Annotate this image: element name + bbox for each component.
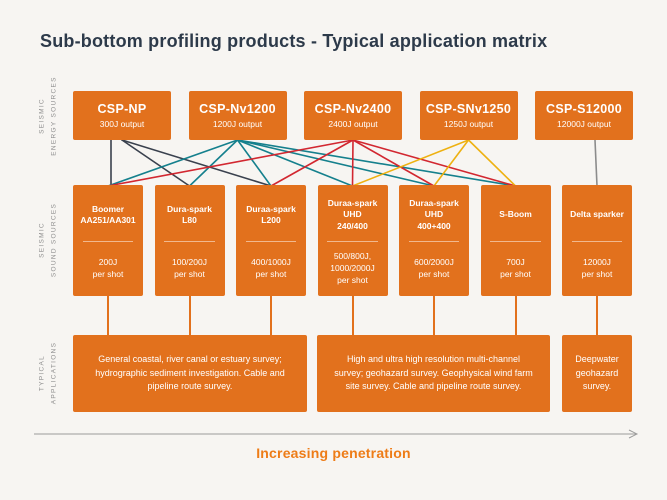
connection-line — [236, 139, 354, 187]
application-text: General coastal, river canal or estuary … — [95, 354, 285, 392]
energy-source-name: CSP-SNv1250 — [425, 102, 512, 116]
application-text: High and ultra high resolution multi-cha… — [334, 354, 533, 392]
connection-line — [236, 139, 517, 187]
side-label-line: SEISMIC — [38, 98, 46, 134]
sound-source-name: Delta sparker — [570, 209, 624, 220]
drop-connector — [188, 296, 191, 335]
connection-line — [236, 139, 272, 187]
sound-source-energy: 600/2000J per shot — [414, 257, 454, 279]
side-label-typical-applications: TYPICAL APPLICATIONS — [36, 342, 59, 404]
energy-source-name: CSP-Nv2400 — [314, 102, 392, 116]
connection-line — [352, 139, 517, 187]
sound-source-duraa-spark-l200: Duraa-spark L200 400/1000J per shot — [236, 185, 306, 296]
divider — [408, 241, 460, 242]
connection-line — [433, 139, 470, 187]
application-box-coastal: General coastal, river canal or estuary … — [73, 335, 307, 412]
connection-line — [121, 139, 272, 187]
side-label-line: SEISMIC — [38, 222, 46, 258]
sound-source-delta-sparker: Delta sparker 12000J per shot — [562, 185, 632, 296]
connection-line — [188, 139, 239, 187]
sound-source-energy: 400/1000J per shot — [251, 257, 291, 279]
energy-source-csp-snv1250: CSP-SNv1250 1250J output — [419, 91, 518, 140]
drop-connector — [433, 296, 435, 335]
connection-line — [351, 139, 354, 187]
penetration-axis-label: Increasing penetration — [256, 445, 411, 461]
connection-line — [107, 139, 239, 187]
divider — [571, 241, 623, 242]
divider — [245, 241, 297, 242]
sound-source-uhd-240-400: Duraa-spark UHD 240/400 500/800J, 1000/2… — [317, 185, 388, 296]
connection-line — [352, 139, 435, 187]
energy-source-name: CSP-NP — [97, 102, 147, 116]
energy-source-name: CSP-S12000 — [546, 102, 622, 116]
sound-source-name: Boomer AA251/AA301 — [80, 203, 136, 225]
connection-line — [236, 139, 435, 187]
side-label-line: APPLICATIONS — [50, 341, 57, 405]
connection-line — [351, 139, 470, 187]
connection-line — [594, 139, 598, 187]
energy-source-output: 1250J output — [443, 119, 494, 129]
sound-source-energy: 500/800J, 1000/2000J per shot — [330, 251, 375, 285]
drop-connector — [107, 296, 109, 335]
sound-source-energy: 100/200J per shot — [172, 257, 207, 279]
energy-source-csp-np: CSP-NP 300J output — [73, 91, 171, 140]
application-text: Deepwater geohazard survey. — [575, 354, 619, 392]
side-label-line: ENERGY SOURCES — [50, 76, 57, 156]
side-label-energy-sources: SEISMIC ENERGY SOURCES — [36, 76, 59, 155]
sound-source-dura-spark-l80: Dura-spark L80 100/200J per shot — [154, 185, 225, 296]
energy-source-csp-nv2400: CSP-Nv2400 2400J output — [304, 91, 402, 140]
drop-connector — [351, 296, 354, 335]
divider — [490, 241, 541, 242]
sound-source-uhd-400-400: Duraa-spark UHD 400+400 600/2000J per sh… — [399, 185, 469, 296]
connection-line — [270, 139, 354, 187]
sound-source-energy: 12000J per shot — [581, 257, 613, 279]
sound-source-name: Dura-spark L80 — [167, 203, 212, 225]
energy-source-output: 300J output — [99, 119, 145, 129]
energy-source-output: 12000J output — [557, 119, 611, 129]
page-title: Sub-bottom profiling products - Typical … — [40, 31, 548, 51]
energy-source-output: 2400J output — [328, 119, 378, 129]
energy-source-csp-nv1200: CSP-Nv1200 1200J output — [188, 91, 287, 140]
connection-line — [107, 139, 354, 187]
energy-source-output: 1200J output — [212, 119, 263, 129]
side-label-line: TYPICAL — [38, 354, 46, 392]
sound-source-name: Duraa-spark UHD 400+400 — [409, 197, 459, 231]
drop-connector — [270, 296, 272, 335]
sound-source-name: Duraa-spark L200 — [246, 203, 296, 225]
sound-source-boomer: Boomer AA251/AA301 200J per shot — [73, 185, 143, 296]
sound-source-name: S-Boom — [499, 209, 532, 220]
sound-source-energy: 700J per shot — [500, 257, 531, 279]
sound-source-s-boom: S-Boom 700J per shot — [480, 185, 551, 296]
sound-source-name: Duraa-spark UHD 240/400 — [327, 197, 378, 231]
application-box-deepwater: Deepwater geohazard survey. — [562, 335, 632, 412]
energy-source-name: CSP-Nv1200 — [199, 102, 276, 116]
connection-line — [467, 139, 517, 187]
energy-source-csp-s12000: CSP-S12000 12000J output — [535, 91, 633, 140]
application-box-high-res: High and ultra high resolution multi-cha… — [317, 335, 550, 412]
side-label-line: SOUND SOURCES — [50, 202, 57, 278]
drop-connector — [514, 296, 517, 335]
divider — [82, 241, 134, 242]
side-label-sound-sources: SEISMIC SOUND SOURCES — [36, 203, 59, 277]
sound-source-energy: 200J per shot — [92, 257, 124, 279]
connection-line — [121, 139, 191, 187]
divider — [327, 241, 378, 242]
drop-connector — [596, 296, 598, 335]
divider — [164, 241, 215, 242]
